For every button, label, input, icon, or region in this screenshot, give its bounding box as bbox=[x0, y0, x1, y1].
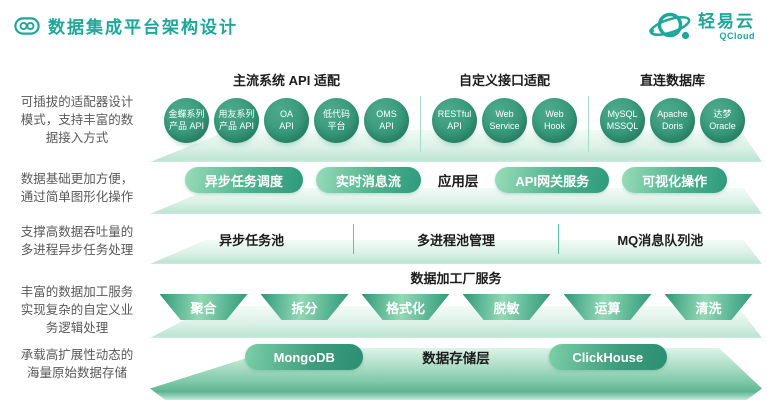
pool-multiprocess: 多进程池管理 bbox=[416, 232, 495, 248]
adapter-circle-dameng-oracle: 达梦 Oracle bbox=[700, 98, 745, 143]
group-divider bbox=[420, 96, 421, 152]
adapter-circle-kingdee: 金蝶系列 产品 API bbox=[164, 98, 209, 143]
circle-label-line1: RESTful bbox=[437, 108, 472, 119]
circle-label-line1: 低代码 bbox=[322, 108, 350, 119]
circle-label-line2: API bbox=[447, 120, 462, 131]
group-title: 主流系统 API 适配 bbox=[233, 73, 340, 88]
step-desensitize: 脱敏 bbox=[462, 294, 551, 320]
pill-async-task-scheduler: 异步任务调度 bbox=[184, 167, 303, 193]
circle-label-line1: 用友系列 bbox=[218, 108, 255, 119]
circle-row: MySQL MSSQL Apache Doris 达梦 Oracle bbox=[600, 98, 745, 143]
application-row: 异步任务调度 实时消息流 应用层 API网关服务 可视化操作 bbox=[150, 164, 762, 193]
storage-layer-label: 数据存储层 bbox=[422, 351, 490, 366]
circle-label-line1: Web bbox=[495, 108, 514, 119]
adapter-groups: 主流系统 API 适配 金蝶系列 产品 API 用友系列 产品 API OA A bbox=[150, 70, 762, 152]
circle-label-line1: OA bbox=[279, 108, 293, 119]
layer-pools: 异步任务池 多进程池管理 MQ消息队列池 bbox=[150, 218, 762, 264]
architecture-diagram: 主流系统 API 适配 金蝶系列 产品 API 用友系列 产品 API OA A bbox=[150, 58, 762, 400]
pill-clickhouse: ClickHouse bbox=[548, 344, 667, 370]
pill-mongodb: MongoDB bbox=[245, 344, 364, 370]
step-format: 格式化 bbox=[361, 294, 450, 320]
group-divider bbox=[588, 96, 589, 152]
group-title: 自定义接口适配 bbox=[458, 73, 550, 88]
circle-label-line2: API bbox=[279, 120, 294, 131]
pool-divider bbox=[557, 224, 559, 254]
note-factory-layer: 丰富的数据加工服务 实现复杂的自定义业 务逻辑处理 bbox=[20, 285, 134, 336]
page-title: 数据集成平台架构设计 bbox=[48, 18, 238, 37]
layer-adapters: 主流系统 API 适配 金蝶系列 产品 API 用友系列 产品 API OA A bbox=[150, 58, 762, 162]
adapter-circle-lowcode: 低代码 平台 bbox=[314, 98, 359, 143]
step-aggregate: 聚合 bbox=[159, 294, 248, 320]
brand-name: 轻易云 bbox=[698, 12, 755, 31]
group-title: 直连数据库 bbox=[639, 73, 705, 88]
layer-application: 异步任务调度 实时消息流 应用层 API网关服务 可视化操作 bbox=[150, 164, 762, 214]
step-clean: 清洗 bbox=[664, 294, 753, 320]
adapter-group-mainstream: 主流系统 API 适配 金蝶系列 产品 API 用友系列 产品 API OA A bbox=[164, 70, 409, 143]
platform-pools bbox=[150, 240, 762, 264]
circle-row: RESTful API Web Service Web Hook bbox=[432, 98, 577, 143]
circle-label-line2: Service bbox=[489, 120, 520, 131]
pill-realtime-stream: 实时消息流 bbox=[315, 167, 421, 193]
pool-mq-queue: MQ消息队列池 bbox=[617, 232, 704, 248]
pill-api-gateway: API网关服务 bbox=[495, 167, 610, 193]
circle-label-line2: 产品 API bbox=[218, 120, 254, 131]
adapter-group-database: 直连数据库 MySQL MSSQL Apache Doris 达梦 Oracle bbox=[600, 70, 745, 143]
circle-row: 金蝶系列 产品 API 用友系列 产品 API OA API 低代码 bbox=[164, 98, 409, 143]
pill-visual-operation: 可视化操作 bbox=[622, 167, 728, 193]
adapter-circle-yonyou: 用友系列 产品 API bbox=[214, 98, 259, 143]
link-icon bbox=[14, 16, 40, 35]
factory-steps: 聚合 拆分 格式化 脱敏 运算 清洗 bbox=[150, 294, 762, 320]
adapter-group-custom: 自定义接口适配 RESTful API Web Service Web Hook bbox=[432, 70, 577, 143]
circle-label-line2: Doris bbox=[661, 120, 683, 131]
step-split: 拆分 bbox=[260, 294, 349, 320]
pool-divider bbox=[353, 224, 355, 254]
adapter-circle-oms: OMS API bbox=[364, 98, 409, 143]
step-compute: 运算 bbox=[563, 294, 652, 320]
page-header: 数据集成平台架构设计 bbox=[14, 13, 238, 38]
circle-label-line2: Hook bbox=[543, 120, 565, 131]
storage-row: MongoDB 数据存储层 ClickHouse bbox=[150, 340, 762, 370]
layer-factory: 数据加工厂服务 聚合 拆分 格式化 脱敏 运算 清洗 bbox=[150, 266, 762, 338]
circle-label-line2: 平台 bbox=[327, 120, 346, 131]
adapter-circle-doris: Apache Doris bbox=[650, 98, 695, 143]
brand-subname: QCloud bbox=[719, 31, 755, 41]
pool-row: 异步任务池 多进程池管理 MQ消息队列池 bbox=[150, 218, 762, 254]
circle-label-line1: 金蝶系列 bbox=[168, 108, 205, 119]
brand-logo: 轻易云 QCloud bbox=[647, 8, 755, 46]
note-adapter-layer: 可插拔的适配器设计 模式，支持丰富的数 据接入方式 bbox=[20, 95, 134, 146]
layer-storage: MongoDB 数据存储层 ClickHouse bbox=[150, 340, 762, 400]
circle-label-line1: 达梦 bbox=[713, 108, 732, 119]
note-storage-layer: 承载高扩展性动态的 海量原始数据存储 bbox=[20, 348, 134, 381]
adapter-circle-restful: RESTful API bbox=[432, 98, 477, 143]
adapter-circle-webhook: Web Hook bbox=[532, 98, 577, 143]
circle-label-line2: 产品 API bbox=[168, 120, 204, 131]
pool-async-task: 异步任务池 bbox=[219, 232, 285, 248]
circle-label-line2: Oracle bbox=[709, 120, 736, 131]
circle-label-line1: MySQL bbox=[607, 108, 638, 119]
circle-label-line1: Web bbox=[545, 108, 564, 119]
platform-factory bbox=[150, 306, 762, 338]
circle-label-line2: API bbox=[379, 120, 394, 131]
adapter-circle-oa: OA API bbox=[264, 98, 309, 143]
application-layer-label: 应用层 bbox=[437, 174, 479, 189]
adapter-circle-mysql: MySQL MSSQL bbox=[600, 98, 645, 143]
adapter-circle-webservice: Web Service bbox=[482, 98, 527, 143]
planet-icon bbox=[649, 12, 691, 40]
note-pool-layer: 支撑高数据吞吐量的 多进程异步任务处理 bbox=[20, 225, 134, 258]
brand-text: 轻易云 QCloud bbox=[698, 13, 755, 41]
circle-label-line1: Apache bbox=[657, 108, 688, 119]
circle-label-line1: OMS bbox=[376, 108, 397, 119]
factory-title: 数据加工厂服务 bbox=[410, 271, 502, 286]
note-app-layer: 数据基础更加方便， 通过简单图形化操作 bbox=[20, 172, 134, 205]
circle-label-line2: MSSQL bbox=[606, 120, 639, 131]
